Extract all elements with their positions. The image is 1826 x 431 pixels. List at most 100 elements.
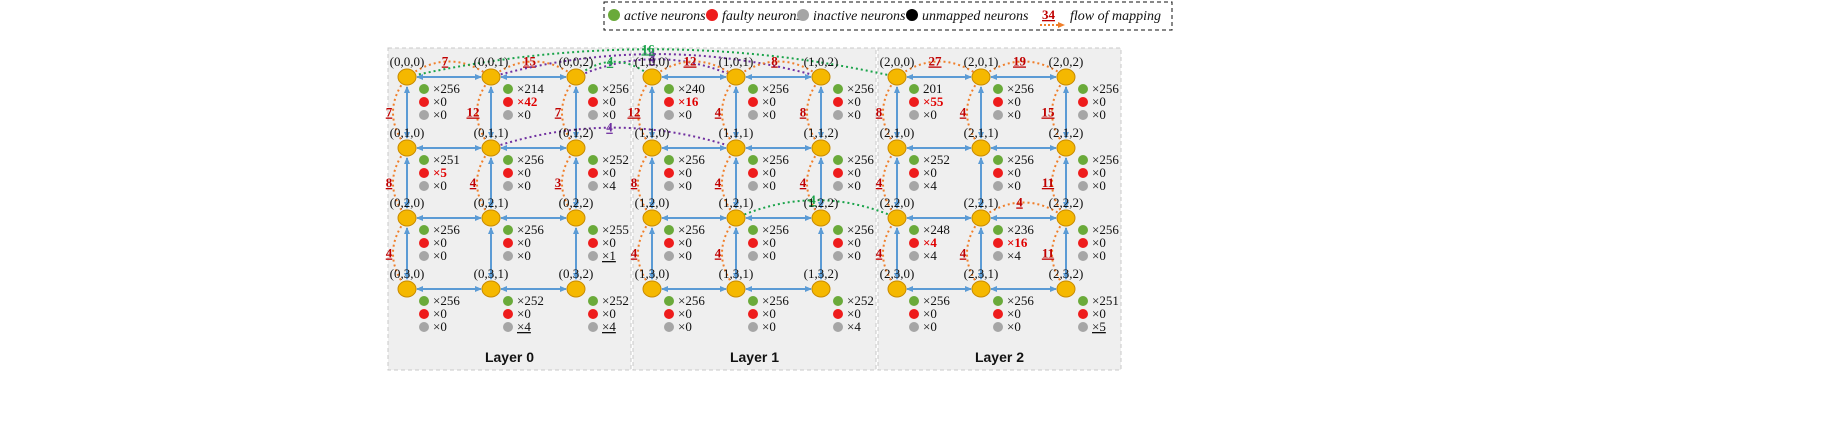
faulty-neuron-dot: [503, 168, 513, 178]
core-node: [481, 139, 501, 157]
inactive-neuron-dot: [833, 251, 843, 261]
faulty-neuron-dot: [503, 309, 513, 319]
inactive-count: ×1: [602, 248, 616, 263]
faulty-neuron-dot: [503, 97, 513, 107]
neuron-core: (1,2,2)×256×0×0: [804, 195, 875, 263]
core-node: [397, 209, 417, 227]
faulty-count: ×5: [433, 165, 447, 180]
mapping-flow-arrow: [896, 60, 982, 78]
inactive-neuron-dot: [503, 181, 513, 191]
neuron-core: (2,1,2)×256×0×0: [1049, 125, 1120, 193]
inactive-count: ×0: [1092, 178, 1106, 193]
active-neuron-dot: [748, 296, 758, 306]
flow-count-label: 27: [929, 53, 943, 68]
legend-box: [603, 1, 1173, 31]
neuron-core: (2,0,0)201×55×0: [880, 54, 944, 122]
active-count: ×256: [1092, 81, 1119, 96]
core-coordinate: (1,3,2): [804, 266, 839, 281]
core-coordinate: (1,3,0): [635, 266, 670, 281]
active-count: ×251: [1092, 293, 1119, 308]
core-coordinate: (2,2,2): [1049, 195, 1084, 210]
inactive-count: ×4: [847, 319, 861, 334]
active-neuron-dot: [993, 296, 1003, 306]
neuron-core: (2,3,1)×256×0×0: [964, 266, 1035, 334]
faulty-count: ×0: [433, 235, 447, 250]
active-neuron-dot: [1078, 296, 1088, 306]
inactive-count: ×0: [1092, 107, 1106, 122]
flow-count-label: 4: [800, 175, 807, 190]
faulty-count: ×0: [602, 235, 616, 250]
faulty-count: ×0: [847, 94, 861, 109]
flow-count-label: 4: [960, 246, 967, 261]
core-coordinate: (1,2,1): [719, 195, 754, 210]
inactive-count: ×0: [433, 319, 447, 334]
faulty-count: ×0: [517, 165, 531, 180]
neuron-core: (0,0,0)×256×0×0: [390, 54, 461, 122]
inactive-neuron-dot: [1078, 322, 1088, 332]
inactive-neuron-dot: [909, 251, 919, 261]
core-node: [971, 68, 991, 86]
core-node: [887, 209, 907, 227]
neuron-core: (0,2,2)×255×0×1: [559, 195, 629, 263]
core-coordinate: (2,2,0): [880, 195, 915, 210]
core-node: [397, 280, 417, 298]
core-node: [1056, 209, 1076, 227]
active-count: ×256: [678, 293, 705, 308]
flow-count-label: 8: [631, 175, 638, 190]
inactive-count: ×0: [1007, 178, 1021, 193]
active-count: ×256: [762, 81, 789, 96]
faulty-neuron-dot: [1078, 238, 1088, 248]
faulty-neuron-dot: [993, 238, 1003, 248]
neuron-core: (2,3,0)×256×0×0: [880, 266, 951, 334]
faulty-count: ×0: [433, 94, 447, 109]
inactive-count: ×0: [678, 178, 692, 193]
core-node: [726, 209, 746, 227]
inactive-neuron-dot: [993, 110, 1003, 120]
inactive-neuron-dot: [833, 322, 843, 332]
inactive-count: ×0: [847, 107, 861, 122]
active-neuron-dot: [503, 225, 513, 235]
neuron-core: (2,0,1)×256×0×0: [964, 54, 1035, 122]
active-count: ×256: [847, 222, 874, 237]
core-node: [566, 280, 586, 298]
neuron-core: (0,3,2)×252×0×4: [559, 266, 629, 334]
inactive-count: ×0: [762, 319, 776, 334]
inactive-neuron-dot: [748, 251, 758, 261]
flow-count-label: 4: [715, 105, 722, 120]
core-node: [481, 209, 501, 227]
inactive-neuron-dot: [748, 322, 758, 332]
inactive-neuron-dot: [503, 251, 513, 261]
faulty-count: ×0: [1092, 235, 1106, 250]
core-coordinate: (0,3,0): [390, 266, 425, 281]
inactive-neuron-dot: [588, 251, 598, 261]
faulty-neuron-dot: [833, 97, 843, 107]
faulty-neuron-dot: [664, 238, 674, 248]
inactive-neuron-dot: [588, 322, 598, 332]
flow-count-label: 4: [715, 246, 722, 261]
core-coordinate: (1,0,2): [804, 54, 839, 69]
layer-panel-1: [632, 47, 877, 371]
active-count: ×256: [762, 293, 789, 308]
legend-active-dot: [608, 9, 620, 21]
core-coordinate: (0,2,0): [390, 195, 425, 210]
flow-count-label: 4: [470, 175, 477, 190]
faulty-neuron-dot: [909, 97, 919, 107]
inactive-count: ×5: [1092, 319, 1106, 334]
faulty-neuron-dot: [419, 238, 429, 248]
core-coordinate: (0,2,1): [474, 195, 509, 210]
active-neuron-dot: [588, 296, 598, 306]
faulty-count: ×0: [762, 306, 776, 321]
neuron-core: (1,3,2)×252×0×4: [804, 266, 874, 334]
flow-count-label: 7: [386, 105, 393, 120]
neuron-core: (0,2,0)×256×0×0: [390, 195, 461, 263]
active-count: ×256: [1007, 152, 1034, 167]
faulty-count: ×0: [602, 94, 616, 109]
inactive-neuron-dot: [748, 181, 758, 191]
mapping-flow-arrow: [735, 60, 822, 78]
faulty-neuron-dot: [588, 238, 598, 248]
active-neuron-dot: [1078, 84, 1088, 94]
neuron-core: (1,0,2)×256×0×0: [804, 54, 875, 122]
core-coordinate: (2,3,2): [1049, 266, 1084, 281]
flow-count-label: 15: [523, 53, 537, 68]
core-coordinate: (0,1,0): [390, 125, 425, 140]
